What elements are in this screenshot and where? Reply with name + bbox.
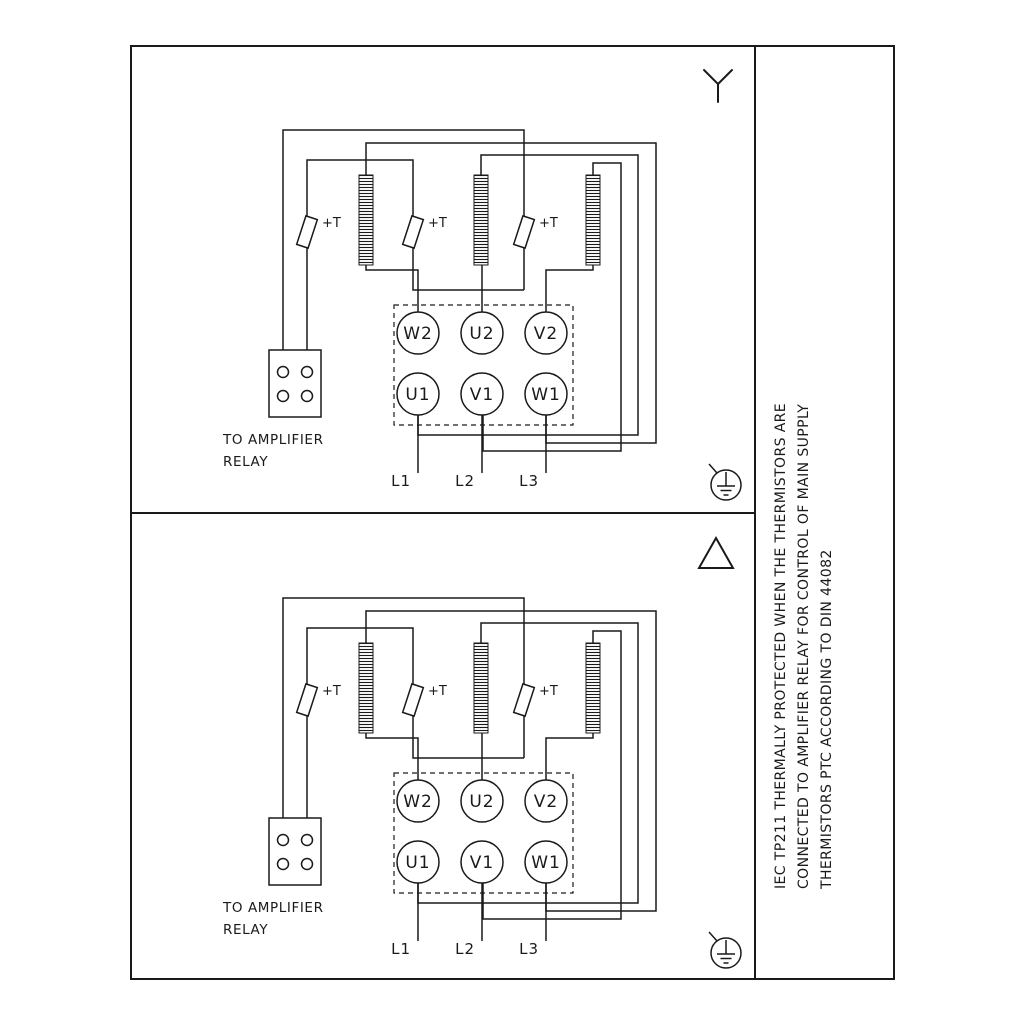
terminal-u2: [460, 311, 504, 355]
side-note-line1: IEC TP211 THERMALLY PROTECTED WHEN THE T…: [773, 402, 789, 889]
terminal-label-v1: V1: [470, 385, 494, 405]
thermistor-label: +T: [539, 684, 558, 699]
winding-coil: [473, 174, 489, 266]
supply-label-l2: L2: [455, 940, 475, 958]
terminal-label-w2: W2: [403, 324, 433, 344]
terminal-u1: [396, 840, 440, 884]
winding-coil: [358, 174, 374, 266]
relay-terminal-pin: [276, 365, 290, 379]
terminal-label-w1: W1: [531, 385, 561, 405]
side-note-line2: CONNECTED TO AMPLIFIER RELAY FOR CONTROL…: [796, 403, 812, 889]
thermistor-symbol: [295, 214, 319, 250]
thermistor-symbol: [401, 214, 425, 250]
relay-terminal-pin: [276, 389, 290, 403]
terminal-label-v2: V2: [534, 324, 558, 344]
relay-terminal-pin: [300, 389, 314, 403]
terminal-label-u1: U1: [405, 853, 430, 873]
relay-terminal-pin: [276, 857, 290, 871]
relay-terminal-pin: [300, 857, 314, 871]
winding-coil: [585, 174, 601, 266]
terminal-w1: [524, 372, 568, 416]
winding-coil: [585, 642, 601, 734]
relay-terminal-pin: [300, 365, 314, 379]
terminal-v2: [524, 779, 568, 823]
relay-caption-line1: TO AMPLIFIER: [222, 900, 324, 916]
panel-delta-connection: +T +T +T TO AMPLIFIER RELAY W2 U2 V2 U1 …: [222, 535, 742, 969]
wire: [417, 415, 547, 473]
thermistor-label: +T: [539, 216, 558, 231]
relay-caption-line2: RELAY: [223, 922, 268, 938]
supply-label-l2: L2: [455, 472, 475, 490]
side-note-line3: THERMISTORS PTC ACCORDING TO DIN 44082: [819, 549, 835, 889]
wire: [417, 883, 547, 941]
terminal-w2: [396, 311, 440, 355]
terminal-v1: [460, 372, 504, 416]
terminal-label-u2: U2: [469, 792, 494, 812]
earth-ground-icon: [708, 463, 742, 501]
amplifier-relay-terminals: [268, 817, 322, 886]
supply-label-l3: L3: [519, 940, 539, 958]
winding-coil: [473, 642, 489, 734]
thermistor-symbol: [512, 214, 536, 250]
thermistor-symbol: [295, 682, 319, 718]
side-note: IEC TP211 THERMALLY PROTECTED WHEN THE T…: [770, 403, 839, 889]
earth-ground-icon: [708, 931, 742, 969]
terminal-label-v1: V1: [470, 853, 494, 873]
star-connection-icon: [703, 69, 733, 103]
terminal-label-v2: V2: [534, 792, 558, 812]
terminal-w2: [396, 779, 440, 823]
terminal-v1: [460, 840, 504, 884]
terminal-u1: [396, 372, 440, 416]
panel-star-connection: +T +T +T TO AMPLIFIER RELAY W2 U2 V2 U1 …: [222, 69, 742, 501]
terminal-v2: [524, 311, 568, 355]
wire: [365, 142, 657, 452]
amplifier-relay-terminals: [268, 349, 322, 418]
thermistor-label: +T: [428, 684, 447, 699]
thermistor-label: +T: [322, 216, 341, 231]
thermistor-label: +T: [428, 216, 447, 231]
terminal-w1: [524, 840, 568, 884]
supply-label-l1: L1: [391, 472, 411, 490]
thermistor-label: +T: [322, 684, 341, 699]
terminal-u2: [460, 779, 504, 823]
terminal-label-u2: U2: [469, 324, 494, 344]
relay-caption-line2: RELAY: [223, 454, 268, 470]
supply-label-l3: L3: [519, 472, 539, 490]
relay-terminal-pin: [300, 833, 314, 847]
terminal-board-outline: [393, 304, 574, 426]
thermistor-symbol: [401, 682, 425, 718]
supply-label-l1: L1: [391, 940, 411, 958]
terminal-label-u1: U1: [405, 385, 430, 405]
relay-terminal-pin: [276, 833, 290, 847]
winding-coil: [358, 642, 374, 734]
delta-connection-icon: [697, 535, 735, 569]
thermistor-symbol: [512, 682, 536, 718]
terminal-board-outline: [393, 772, 574, 894]
wire: [365, 610, 657, 920]
relay-caption-line1: TO AMPLIFIER: [222, 432, 324, 448]
terminal-label-w2: W2: [403, 792, 433, 812]
terminal-label-w1: W1: [531, 853, 561, 873]
